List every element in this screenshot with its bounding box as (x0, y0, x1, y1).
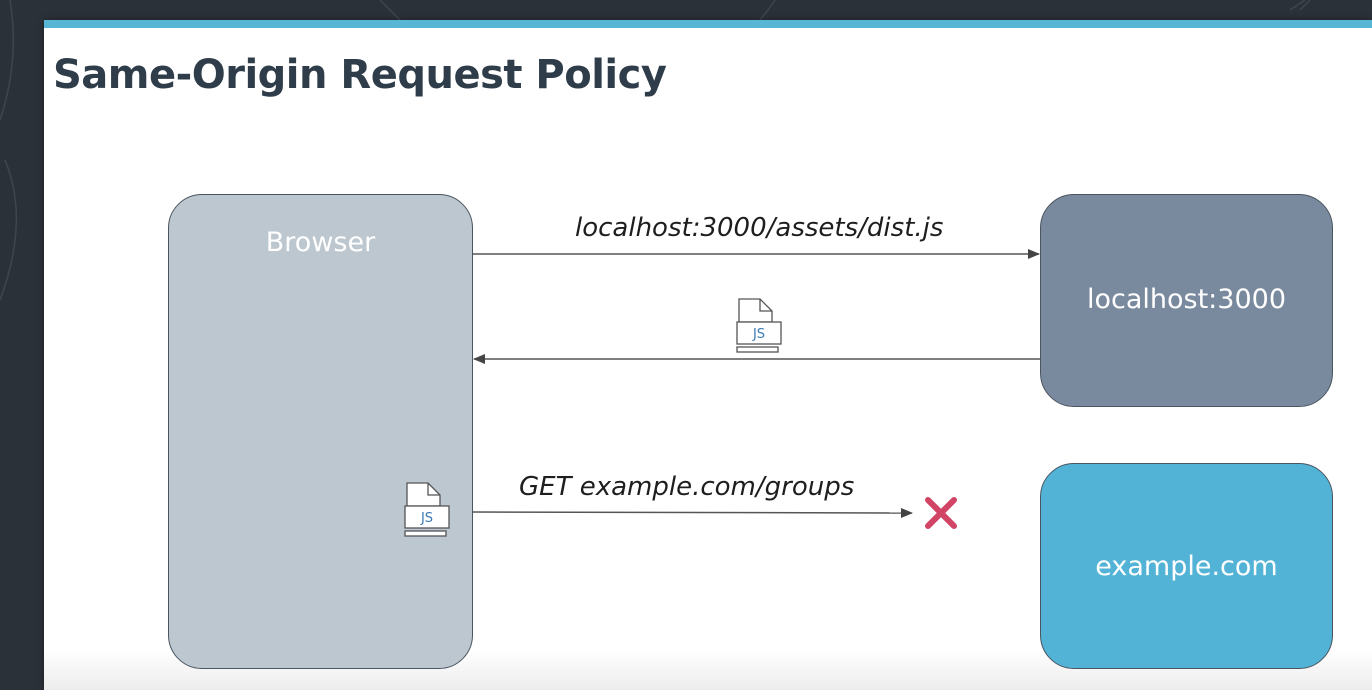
localhost-node: localhost:3000 (1040, 194, 1333, 407)
js-file-icon-browser: JS (404, 482, 450, 537)
localhost-node-label: localhost:3000 (1086, 284, 1286, 315)
example-node-label: example.com (1095, 551, 1278, 582)
browser-node-label: Browser (265, 227, 376, 258)
js-file-label: JS (420, 511, 433, 526)
js-file-icon: JS (736, 298, 782, 353)
request-groups-label: GET example.com/groups (519, 472, 855, 502)
slide: Same-Origin Request Policy Browser local… (44, 20, 1372, 690)
js-file-label: JS (752, 327, 765, 342)
request-asset-label: localhost:3000/assets/dist.js (575, 213, 944, 243)
diagram-arrows (472, 249, 1040, 529)
browser-node: Browser (168, 194, 473, 669)
slide-title: Same-Origin Request Policy (53, 52, 667, 98)
request-groups-arrow (472, 507, 913, 518)
cross-mark-icon (925, 497, 957, 529)
example-node: example.com (1040, 463, 1333, 669)
slide-accent-bar (44, 20, 1372, 28)
